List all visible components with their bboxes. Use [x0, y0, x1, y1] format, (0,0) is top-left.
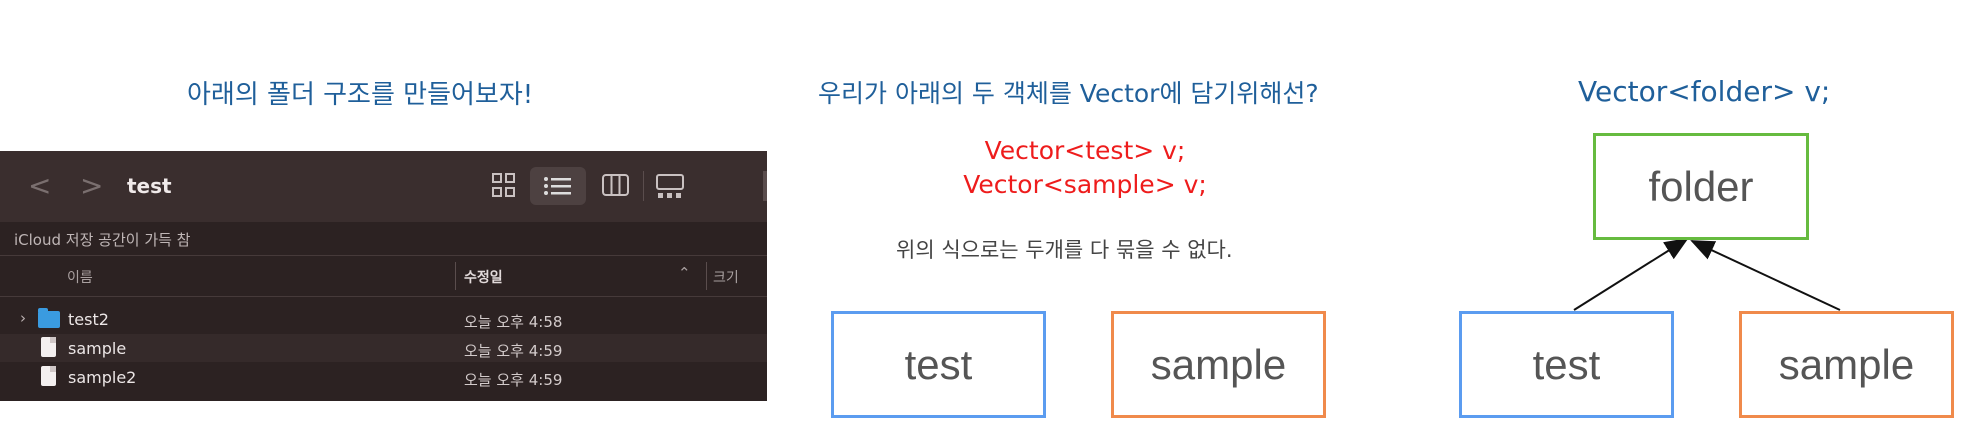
file-icon — [41, 337, 56, 357]
icon-view-icon[interactable] — [492, 173, 516, 199]
item-name: sample2 — [68, 368, 137, 387]
icloud-storage-notice: iCloud 저장 공간이 가득 참 — [14, 231, 191, 249]
item-date: 오늘 오후 4:59 — [464, 342, 563, 360]
note-text: 위의 식으로는 두개를 다 묶을 수 없다. — [896, 238, 1233, 262]
folder-icon — [38, 308, 60, 328]
item-date: 오늘 오후 4:58 — [464, 313, 563, 331]
item-date: 오늘 오후 4:59 — [464, 371, 563, 389]
sample-child-box: sample — [1739, 311, 1954, 418]
column-view-icon[interactable] — [602, 173, 630, 199]
finder-window: < > test iCl — [0, 151, 767, 401]
toolbar-divider — [643, 171, 644, 201]
arrow-test-to-folder — [1573, 237, 1689, 311]
test-child-box: test — [1459, 311, 1674, 418]
right-heading: Vector<folder> v; — [1578, 75, 1831, 108]
arrow-sample-to-folder — [1690, 240, 1841, 311]
forward-icon[interactable]: > — [80, 169, 104, 202]
item-name: sample — [68, 339, 127, 358]
code-line-sample: Vector<sample> v; — [963, 170, 1207, 199]
middle-heading: 우리가 아래의 두 객체를 Vector에 담기위해선? — [818, 79, 1319, 108]
sort-chevron-icon[interactable]: ⌃ — [678, 264, 691, 282]
window-title: test — [127, 174, 172, 198]
file-icon — [41, 366, 56, 386]
disclosure-chevron-icon[interactable]: › — [20, 309, 26, 327]
folder-box: folder — [1593, 133, 1809, 240]
column-header: 이름 수정일 ⌃ 크기 — [0, 255, 767, 297]
code-line-test: Vector<test> v; — [984, 136, 1186, 165]
list-item[interactable]: › test2 오늘 오후 4:58 — [0, 305, 767, 333]
gallery-view-icon[interactable] — [656, 173, 686, 201]
column-name[interactable]: 이름 — [67, 270, 93, 286]
finder-toolbar: < > test — [0, 151, 767, 222]
sample-box: sample — [1111, 311, 1326, 418]
test-box: test — [831, 311, 1046, 418]
item-name: test2 — [68, 310, 109, 329]
column-size[interactable]: 크기 — [713, 270, 739, 286]
column-divider — [706, 262, 707, 290]
list-view-button[interactable] — [530, 167, 586, 205]
list-item[interactable]: sample 오늘 오후 4:59 — [0, 334, 767, 362]
back-icon[interactable]: < — [28, 169, 52, 202]
list-view-icon — [544, 177, 571, 195]
left-heading: 아래의 폴더 구조를 만들어보자! — [187, 80, 534, 110]
column-date[interactable]: 수정일 — [464, 270, 503, 286]
column-divider — [455, 262, 456, 290]
list-item[interactable]: sample2 오늘 오후 4:59 — [0, 363, 767, 391]
toolbar-edge — [763, 171, 767, 201]
